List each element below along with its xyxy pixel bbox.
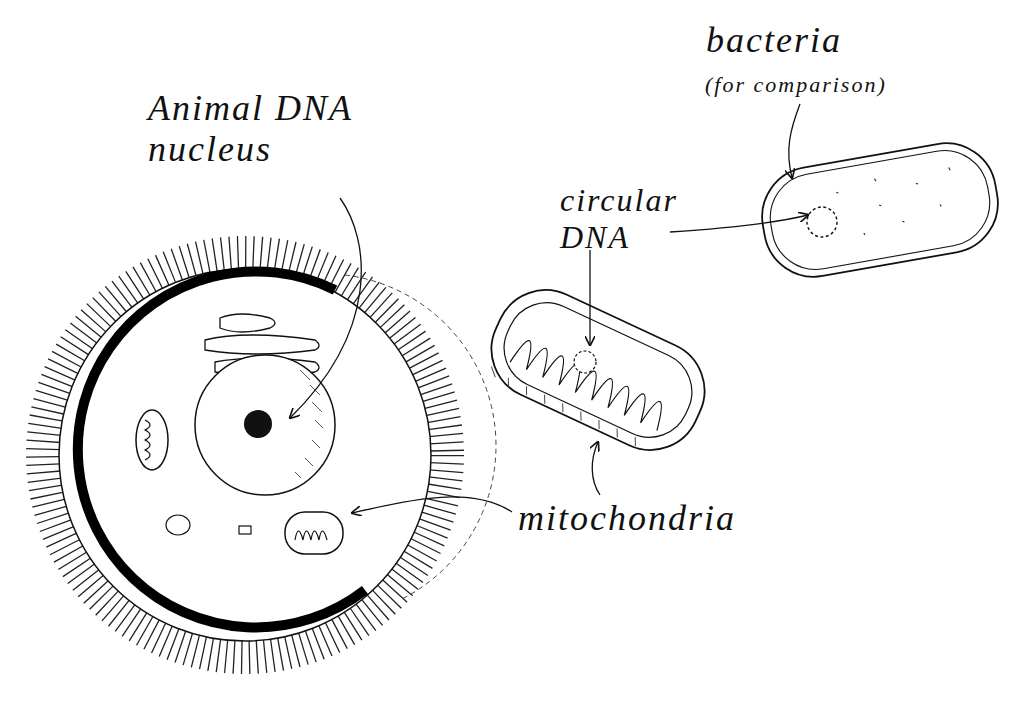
bacterium — [754, 135, 1006, 284]
bacteria-label: bacteria — [706, 20, 842, 61]
animal-cell — [43, 253, 496, 657]
nucleus-label: Animal DNA nucleus — [148, 88, 408, 171]
mitochondria-label: mitochondria — [518, 498, 736, 539]
comparison-note: (for comparison) — [705, 72, 887, 97]
mitochondrion — [475, 274, 721, 467]
circular-dna-label: circular DNA — [560, 182, 730, 256]
leader-lines — [290, 104, 808, 513]
